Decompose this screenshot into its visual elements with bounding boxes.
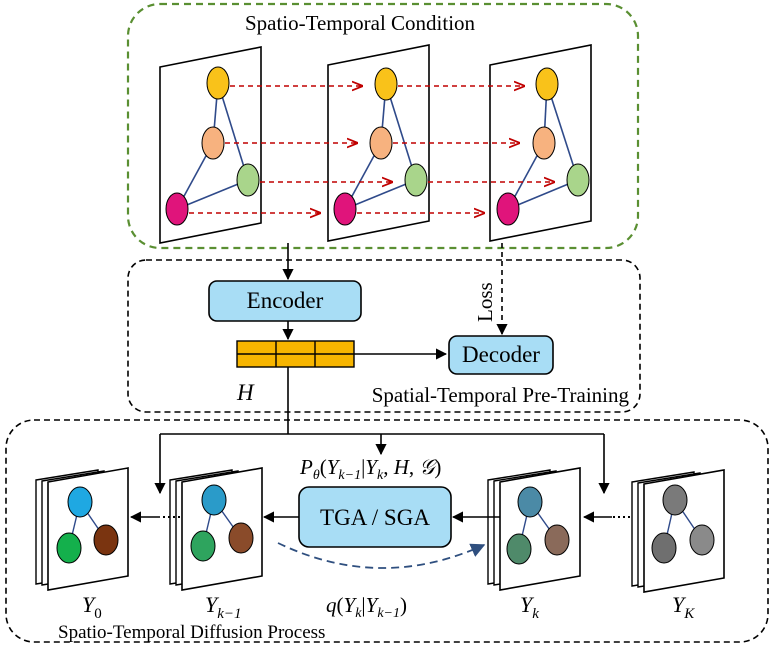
encoder-label: Encoder <box>247 288 324 313</box>
p-theta-label: Pθ(Yk−1|Yk, H, 𝒢) <box>299 455 441 483</box>
y0-label: Y0 <box>82 592 102 622</box>
node-peach <box>201 126 225 160</box>
node-magenta <box>496 192 520 226</box>
node-green <box>236 163 260 197</box>
node-green <box>566 163 590 197</box>
node-magenta <box>333 192 357 226</box>
node-peach <box>532 126 556 160</box>
condition-frame-2 <box>327 44 430 242</box>
node-green <box>404 163 428 197</box>
condition-region <box>126 2 640 250</box>
yK-label: YK <box>672 592 695 622</box>
embedding-h <box>236 340 355 368</box>
pretraining-title: Spatial-Temporal Pre-Training <box>372 383 630 407</box>
pretraining-region <box>127 259 641 413</box>
loss-label: Loss <box>473 282 497 322</box>
yK-graph-stack <box>631 469 725 593</box>
decoder-box <box>448 335 554 375</box>
yk-graph-stack <box>487 467 581 591</box>
node-peach <box>369 126 393 160</box>
diffusion-title: Spatio-Temporal Diffusion Process <box>58 622 325 643</box>
node-magenta <box>165 192 189 226</box>
diffusion-region <box>5 419 769 643</box>
tga-sga-label: TGA / SGA <box>320 505 430 530</box>
y0-graph-stack <box>35 467 129 591</box>
yk-minus-1-graph-stack <box>169 467 263 591</box>
temporal-arrows <box>189 86 554 213</box>
decoder-label: Decoder <box>462 342 540 367</box>
node-yellow <box>206 66 230 100</box>
node-yellow <box>535 67 559 101</box>
yk-minus-1-label: Yk−1 <box>205 592 242 622</box>
condition-title: Spatio-Temporal Condition <box>245 11 476 35</box>
h-label: H <box>236 380 255 405</box>
encoder-box <box>208 280 362 322</box>
q-label: q(Yk|Yk−1) <box>326 593 407 621</box>
yk-label: Yk <box>520 592 539 622</box>
condition-frame-1 <box>159 46 262 244</box>
condition-frame-3 <box>489 44 592 242</box>
node-yellow <box>374 67 398 101</box>
forward-diffusion-curve <box>277 542 486 569</box>
